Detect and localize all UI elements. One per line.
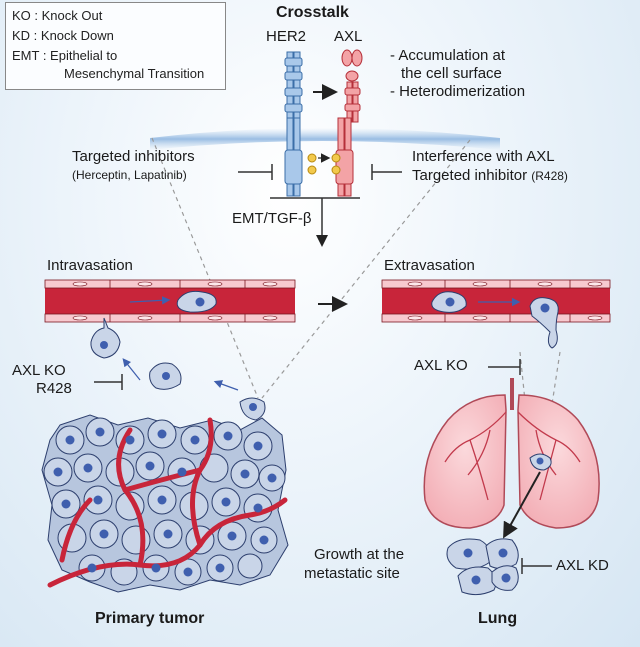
blood-vessel-right [381,279,611,349]
extravasation-inhibitor: AXL KO [414,357,468,374]
arrow-icon [503,471,541,539]
targeted-inhibitors-examples: (Herceptin, Lapatinib) [72,168,187,182]
blood-vessel-left [44,279,296,323]
legend-emt-line1: EMT : Epithelial to [12,48,118,63]
cell-membrane [150,128,500,150]
tumor-nuclei [53,427,277,577]
her2-transmembrane-icon [284,117,303,197]
nucleus [463,548,511,585]
arrow-icon [213,380,239,391]
intravasation-inhibitor-line1: AXL KO [12,362,66,379]
crosstalk-bullet1-line2: the cell surface [401,65,502,82]
nucleus [100,341,257,411]
lung-icon [423,378,600,529]
axl-inhibitor-r428: (R428) [531,169,568,183]
tbar-inhibit-icon [488,359,521,375]
growth-inhibitor: AXL KD [556,557,609,574]
intravasation-title: Intravasation [47,257,133,274]
axl-inhibitor-main: Targeted inhibitor [412,167,528,184]
growth-label-line2: metastatic site [304,565,400,582]
primary-tumor-label: Primary tumor [95,610,205,627]
legend-ko: KO : Knock Out [12,8,103,23]
tbar-inhibit-icon [238,164,402,180]
extravasation-title: Extravasation [384,257,475,274]
legend-kd: KD : Knock Down [12,28,114,43]
her2-receptor-icon [284,51,303,123]
arrow-icon [122,358,141,381]
tumor-blood-vessels [47,417,288,588]
axl-label: AXL [334,28,363,45]
phosphorylation-icon [307,153,341,175]
her2-label: HER2 [266,28,307,45]
intravasation-inhibitor-line2: R428 [36,380,72,397]
legend-emt-line2: Mesenchymal Transition [64,66,205,81]
growth-label-line1: Growth at the [314,546,405,563]
lung-label: Lung [478,610,518,627]
axl-targeted-inhibitor-label: Targeted inhibitor (R428) [412,167,568,184]
axl-receptor-icon [341,49,363,123]
metastatic-cells-icon [446,538,519,596]
targeted-inhibitors-label: Targeted inhibitors [72,148,195,165]
crosstalk-bullet1-line1: - Accumulation at [390,47,506,64]
migrating-cells-left [90,317,266,421]
legend-box: KO : Knock Out KD : Knock Down EMT : Epi… [5,2,226,90]
crosstalk-bullet2: - Heterodimerization [390,83,526,100]
axl-interference-label: Interference with AXL [412,148,555,165]
tbar-inhibit-icon [521,558,552,574]
crosstalk-title: Crosstalk [276,4,349,21]
tbar-inhibit-icon [94,374,123,390]
emt-label: EMT/TGF-β [232,210,312,227]
